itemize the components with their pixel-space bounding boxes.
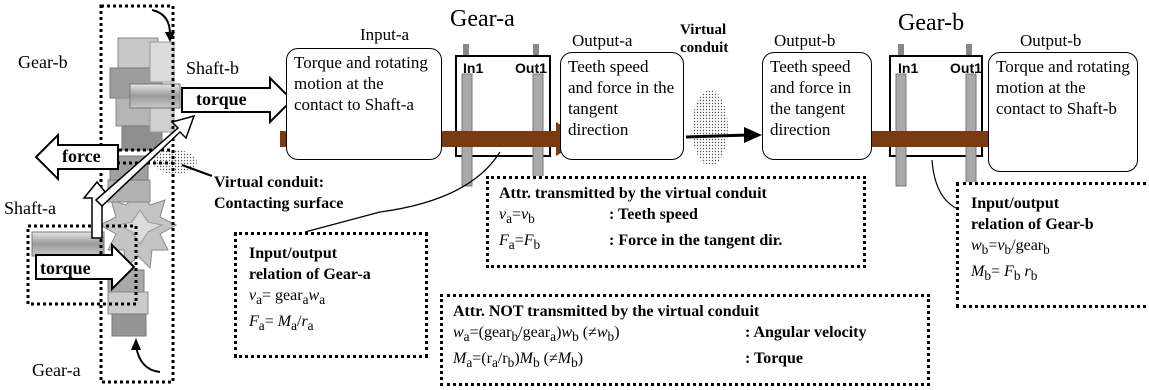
io-a-eq2: Fa= Ma/ra (249, 313, 314, 334)
output-a-box: Teeth speed and force in the tangent dir… (560, 52, 684, 160)
not-transmitted-desc-1: : Angular velocity (745, 324, 867, 341)
gear-b-in1: In1 (898, 60, 919, 76)
io-b-eq2: Mb= Fb rb (971, 263, 1038, 284)
transmitted-title: Attr. transmitted by the virtual conduit (499, 185, 767, 202)
not-transmitted-box: Attr. NOT transmitted by the virtual con… (440, 294, 930, 386)
rotation-arrow-b (151, 9, 171, 35)
conduit-ellipse (692, 90, 728, 166)
transmitted-row-1: va=vb: Teeth speed (499, 206, 698, 227)
transmitted-desc-1: : Teeth speed (609, 206, 698, 223)
torque-bottom-label: torque (40, 258, 91, 278)
not-transmitted-desc-2: : Torque (745, 350, 803, 368)
io-b-title-2: relation of Gear-b (971, 216, 1094, 233)
virtual-conduit-top-1: Virtual (680, 22, 727, 38)
gear-illustration (26, 4, 294, 384)
io-a-title-1: Input/output (249, 245, 338, 262)
gear-b-label: Gear-b (18, 52, 68, 72)
gear-a-in1: In1 (463, 60, 484, 76)
gear-b-out1: Out1 (950, 60, 982, 76)
io-a-eq1: va= gearawa (249, 287, 326, 308)
shaft-a-boundary (26, 224, 138, 306)
output-a-title: Output-a (572, 31, 633, 50)
force-arrow (34, 132, 119, 182)
output-b-box-left: Teeth speed and force in the tangent dir… (762, 52, 872, 160)
shaft-b-torque-arrow (181, 75, 294, 125)
gear-b-flow-arrow (868, 122, 1016, 156)
not-transmitted-title: Attr. NOT transmitted by the virtual con… (453, 303, 760, 320)
gear-a-out1: Out1 (515, 60, 547, 76)
shaft-b-label: Shaft-b (186, 58, 239, 78)
gear-a-title: Gear-a (450, 6, 515, 32)
gear-a-hub (116, 209, 164, 245)
shaft-b-diag-arrow (94, 114, 196, 208)
gear-b-title: Gear-b (898, 10, 965, 36)
output-b-box-right: Torque and rotating motion at the contac… (988, 52, 1138, 172)
io-a-title-2: relation of Gear-a (249, 266, 371, 283)
not-transmitted-row-1: wa=(gearb/geara)wb (≠wb): Angular veloci… (453, 324, 867, 345)
io-a-leader (304, 151, 501, 233)
virtual-conduit-top-2: conduit (680, 40, 729, 56)
gear-b-boundary (99, 4, 175, 165)
not-transmitted-row-2: Ma=(ra/rb)Mb (≠Mb): Torque (453, 350, 803, 371)
transmitted-row-2: Fa=Fb: Force in the tangent dir. (499, 232, 783, 253)
io-a-box: Input/output relation of Gear-a va= gear… (234, 232, 428, 358)
contacting-surface-label: Contacting surface (214, 195, 344, 212)
conduit-leader-left (181, 164, 213, 177)
io-b-eq1: wb=vb/gearb (971, 237, 1050, 258)
virtual-conduit-label: Virtual conduit: (214, 174, 325, 191)
contact-surface (153, 150, 197, 174)
input-a-title: Input-a (360, 25, 410, 44)
gear-a-label: Gear-a (32, 360, 81, 380)
gear-a-tooth (111, 313, 147, 337)
output-b-title-left: Output-b (774, 31, 836, 50)
input-a-box: Torque and rotating motion at the contac… (286, 48, 442, 160)
output-b-title-right: Output-b (1020, 31, 1082, 50)
io-b-title-1: Input/output (971, 195, 1060, 212)
transmitted-desc-2: : Force in the tangent dir. (609, 232, 783, 250)
gear-b-tooth (149, 41, 175, 83)
transmitted-box: Attr. transmitted by the virtual conduit… (486, 176, 866, 268)
shaft-a-label: Shaft-a (4, 198, 56, 218)
force-label: force (62, 146, 101, 166)
shaft-a-torque-arrow (35, 242, 136, 292)
conduit-arrow (744, 127, 762, 143)
io-b-box: Input/output relation of Gear-b wb=vb/ge… (956, 182, 1146, 308)
torque-top-label: torque (196, 89, 247, 109)
